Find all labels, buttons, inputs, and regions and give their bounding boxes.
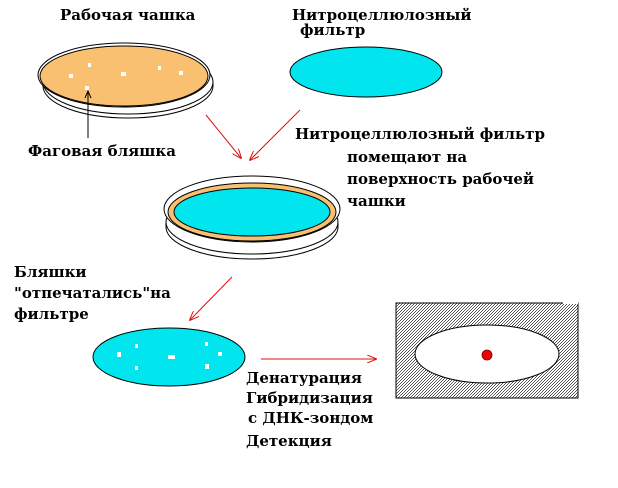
plaque-imprint	[205, 364, 209, 369]
plaque	[88, 63, 91, 67]
plaque	[158, 66, 161, 70]
label-imprint-line2: "отпечатались"на	[14, 284, 171, 302]
plaque-imprint	[218, 352, 222, 356]
plaque	[69, 74, 73, 78]
label-imprint-line3: фильтре	[14, 305, 89, 323]
label-step-probe: с ДНК-зондом	[248, 409, 374, 427]
label-filter-line1: Нитроцеллюлозный	[292, 6, 472, 24]
label-step-denaturation: Денатурация	[246, 369, 362, 387]
plaque-imprint	[135, 344, 138, 348]
label-phage-plaque: Фаговая бляшка	[28, 142, 176, 160]
label-imprint-line1: Бляшки	[14, 263, 87, 281]
label-place-line2: помещают на	[347, 148, 468, 166]
arrow-to-imprinted-filter	[190, 276, 233, 320]
imprinted-filter	[92, 327, 246, 387]
plaque-imprint	[168, 355, 175, 359]
label-step-hybridization: Гибридизация	[246, 389, 373, 407]
dish-with-filter	[163, 175, 341, 260]
label-place-line4: чашки	[347, 192, 406, 210]
autoradiogram	[395, 301, 579, 399]
plaque	[179, 71, 183, 75]
plaque-imprint	[205, 342, 208, 346]
plaque	[121, 72, 126, 76]
plaque	[85, 86, 89, 90]
plaque-imprint	[135, 366, 138, 370]
label-filter-line2: фильтр	[300, 21, 366, 39]
phage-plaques	[69, 63, 183, 90]
plaque-pointer	[84, 89, 92, 138]
plaque-imprint	[117, 352, 121, 357]
hybridization-signal-dot	[481, 349, 493, 361]
filter-on-dish	[173, 187, 331, 237]
arrow-filter-to-assembly	[250, 109, 301, 160]
label-place-line1: Нитроцеллюлозный фильтр	[295, 125, 545, 143]
label-working-dish: Рабочая чашка	[60, 6, 196, 24]
label-place-line3: поверхность рабочей	[347, 170, 535, 188]
arrow-dish-to-assembly	[205, 114, 241, 158]
nitrocellulose-filter	[289, 46, 443, 98]
label-step-detection: Детекция	[246, 432, 332, 450]
working-dish	[37, 42, 214, 119]
